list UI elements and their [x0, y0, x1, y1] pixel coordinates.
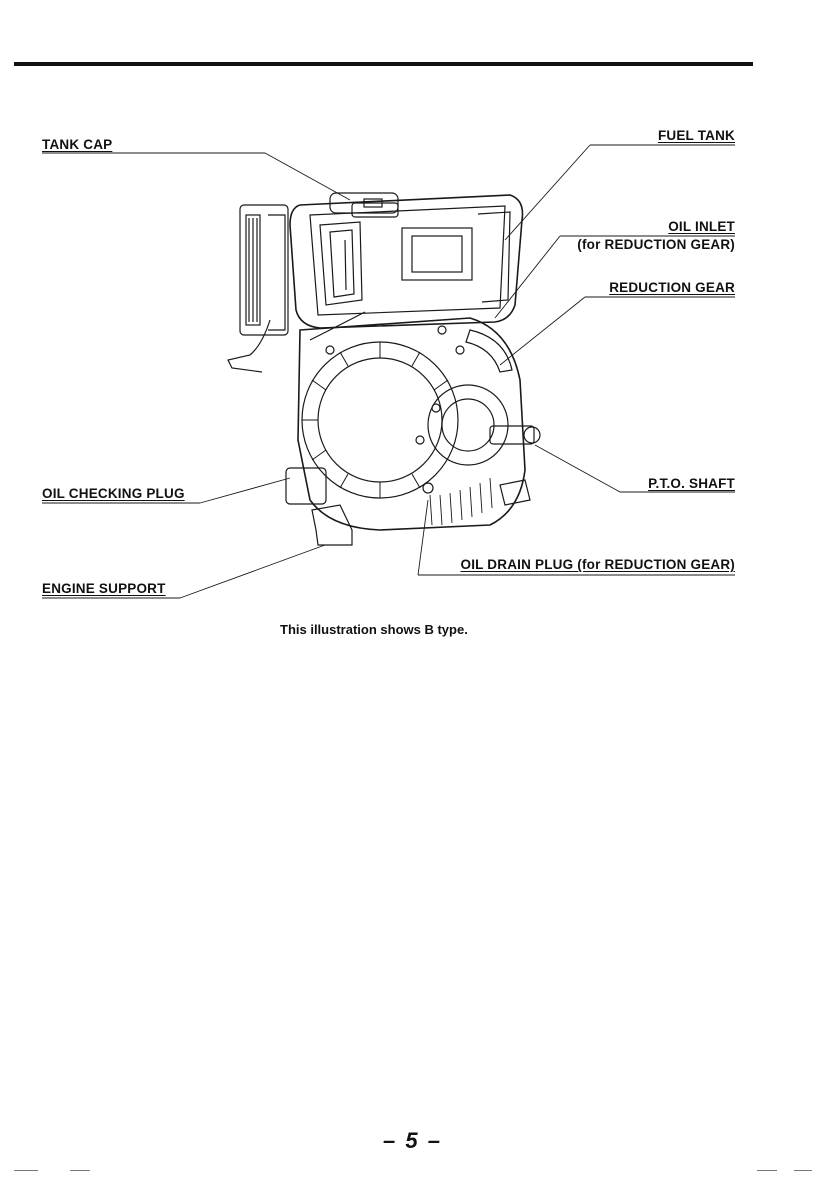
label-fuel-tank: FUEL TANK: [590, 128, 735, 144]
page-number: – 5 –: [0, 1128, 825, 1154]
label-tank-cap: TANK CAP: [42, 137, 112, 153]
label-engine-support: ENGINE SUPPORT: [42, 581, 166, 597]
bottom-tick: [70, 1170, 90, 1171]
bottom-tick: [794, 1170, 812, 1171]
air-cleaner-drawing: [240, 205, 288, 335]
label-pto-shaft: P.T.O. SHAFT: [620, 476, 735, 492]
label-reduction-gear: REDUCTION GEAR: [585, 280, 735, 296]
illustration-caption: This illustration shows B type.: [280, 622, 468, 637]
bottom-tick: [757, 1170, 777, 1171]
label-oil-inlet: OIL INLET: [560, 219, 735, 235]
fuel-tank-drawing: [290, 193, 523, 328]
bottom-tick: [14, 1170, 38, 1171]
engine-body-drawing: [228, 312, 540, 545]
label-oil-inlet-note: (for REDUCTION GEAR): [540, 237, 735, 253]
label-oil-checking-plug: OIL CHECKING PLUG: [42, 486, 185, 502]
label-oil-drain-plug: OIL DRAIN PLUG (for REDUCTION GEAR): [425, 557, 735, 573]
